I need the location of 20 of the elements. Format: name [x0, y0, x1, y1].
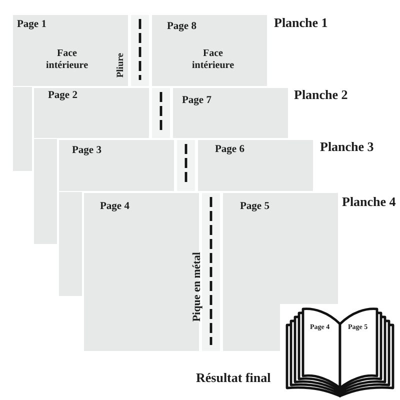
page-number: Page 7 — [182, 95, 212, 108]
page-panel — [198, 140, 313, 191]
page-number: Page 1 — [17, 19, 46, 32]
page-panel — [59, 140, 174, 191]
page-panel — [152, 15, 267, 86]
page-panel — [13, 15, 128, 86]
sheet-heading: Planche 2 — [294, 87, 348, 103]
vertical-label: Pliure — [116, 53, 126, 78]
page-panel — [173, 88, 288, 138]
page-caption: Face intérieure — [190, 48, 236, 72]
page-number: Page 4 — [100, 201, 130, 214]
sheet-heading: Planche 1 — [274, 15, 328, 31]
sheet-heading: Planche 3 — [320, 139, 374, 155]
page-number: Page 8 — [167, 21, 196, 34]
result-caption: Résultat final — [196, 370, 271, 386]
page-number: Page 6 — [215, 144, 244, 157]
sheet-heading: Planche 4 — [342, 194, 396, 210]
vertical-label: Pique en métal — [191, 252, 204, 322]
page-caption: Face intérieure — [44, 48, 90, 72]
page-number: Page 5 — [240, 201, 270, 214]
